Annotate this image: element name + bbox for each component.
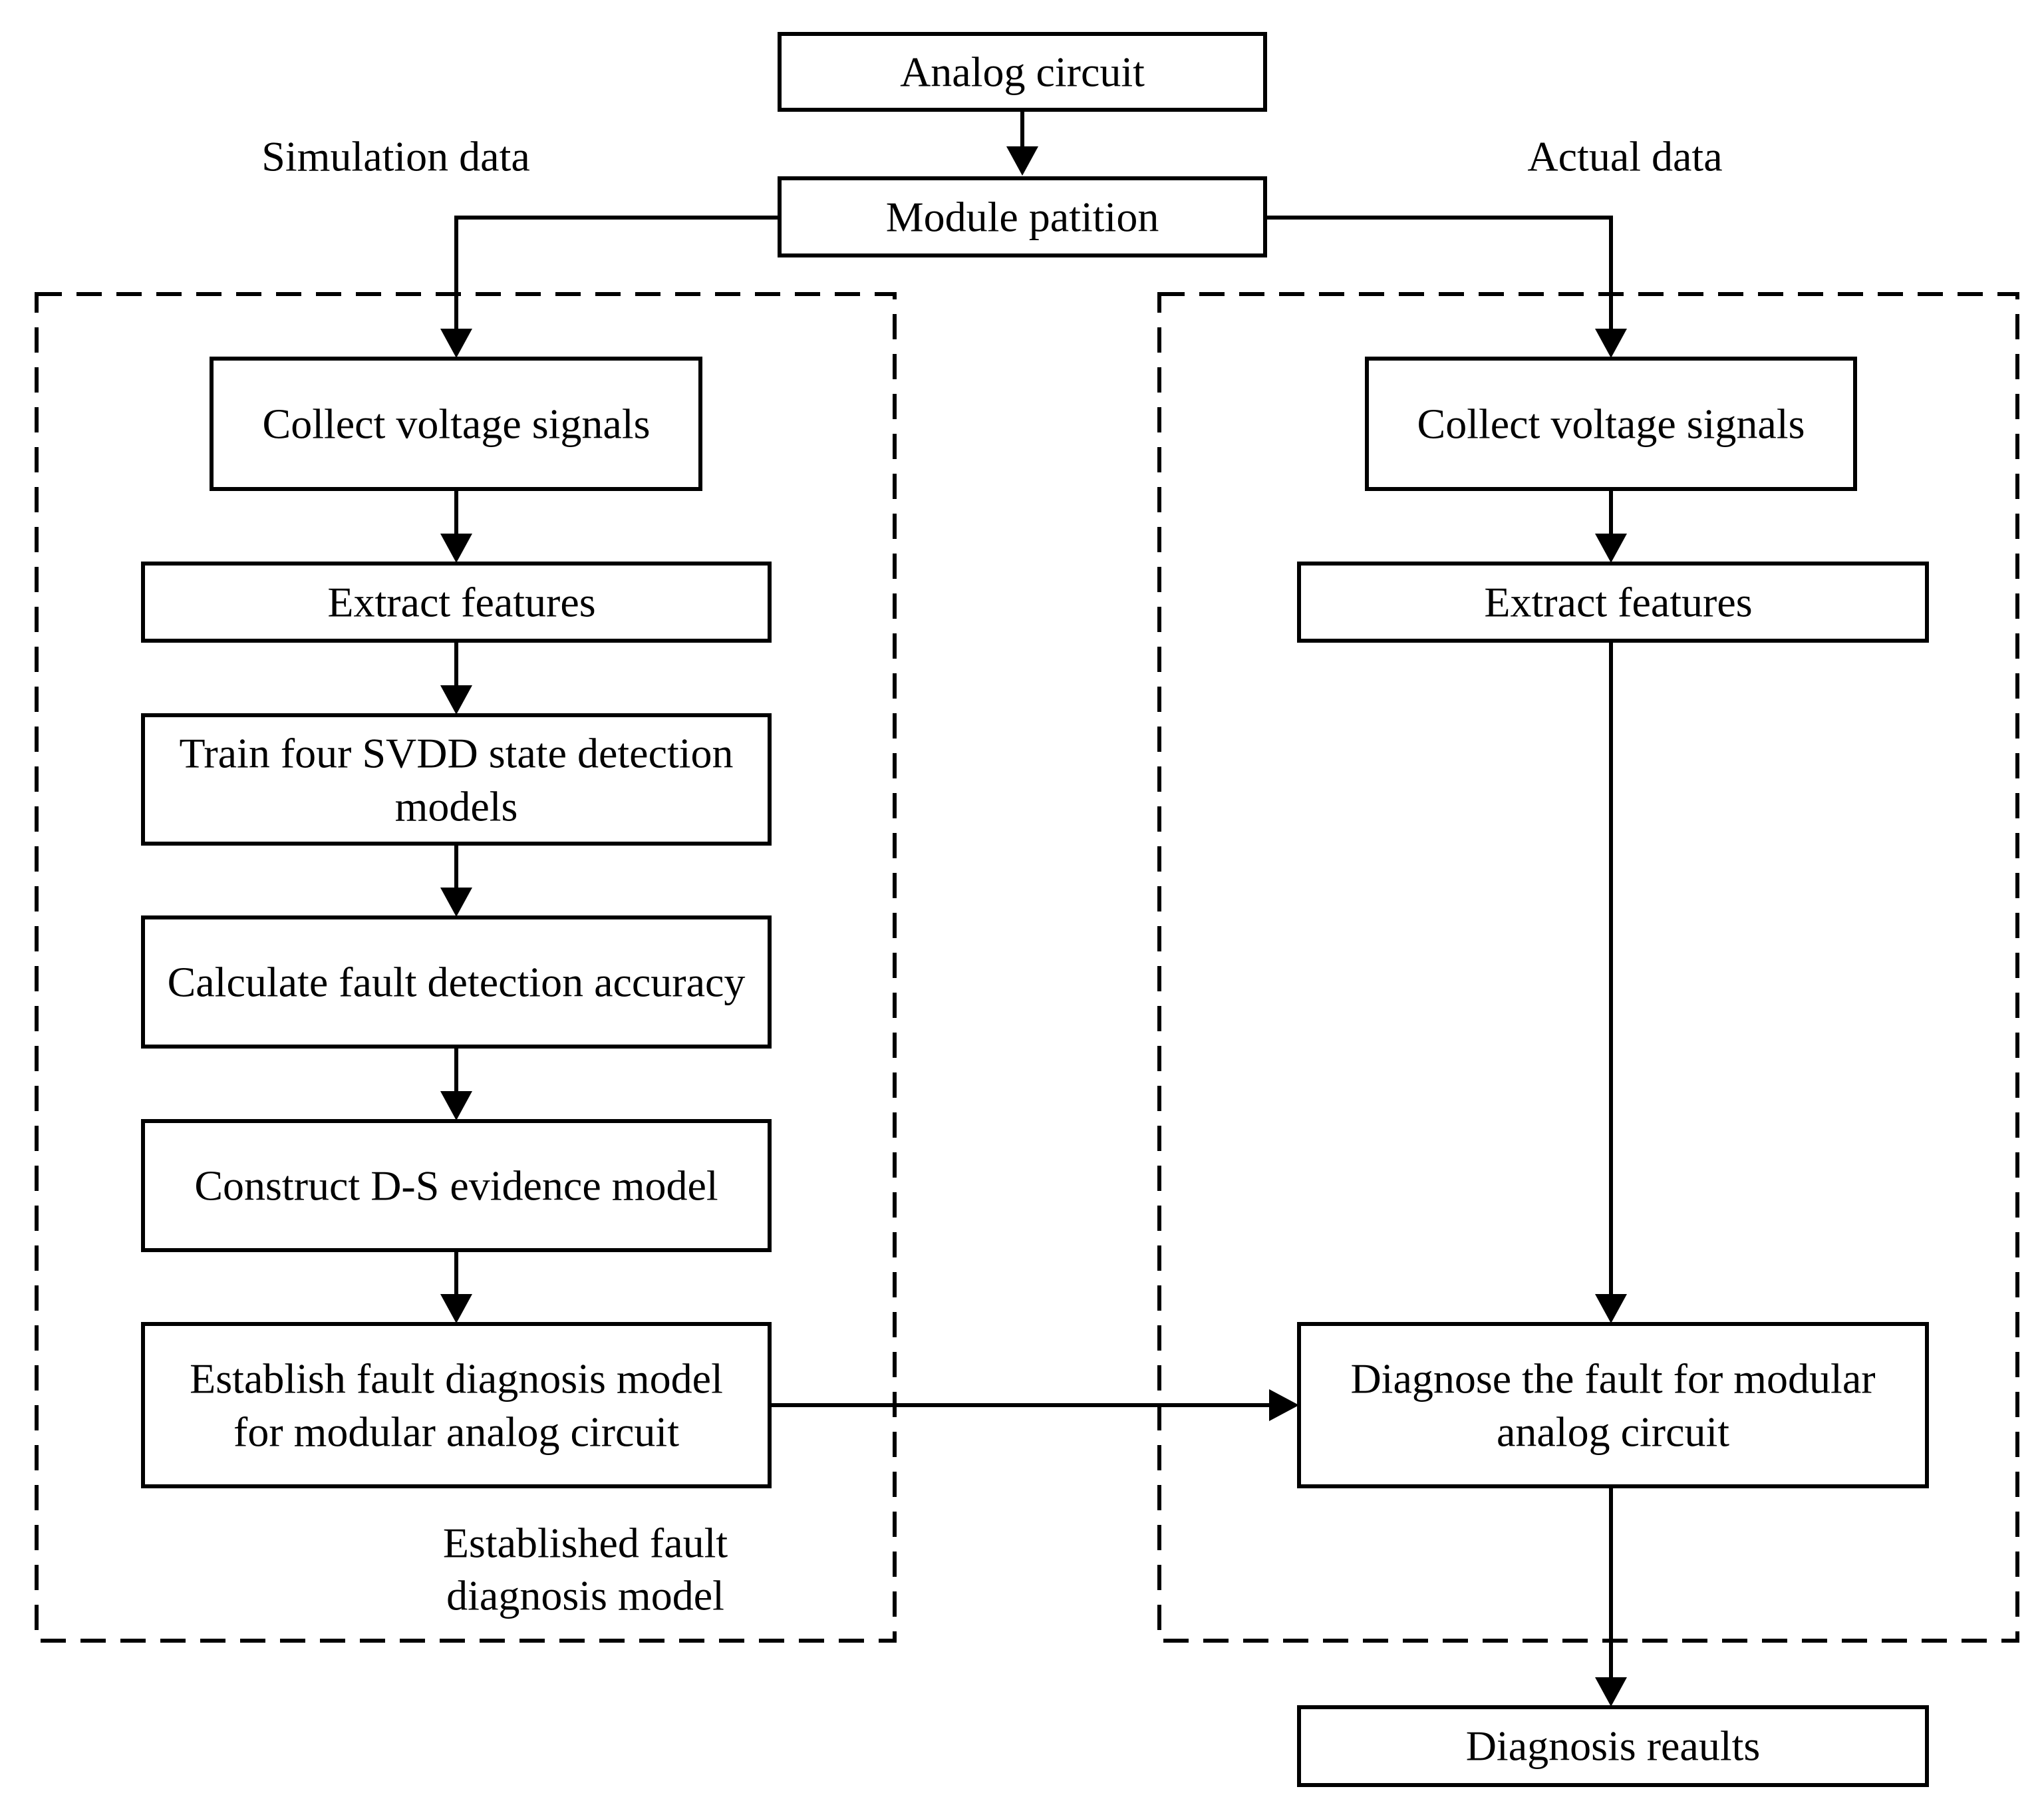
arrowhead <box>1595 1677 1627 1707</box>
simulation-data-label: Simulation data <box>261 133 530 180</box>
train-svdd-label-line1: Train four SVDD state detection <box>179 730 733 777</box>
arrowhead <box>440 1091 472 1120</box>
diagnosis-results-box <box>1297 1705 1929 1787</box>
arrowhead <box>440 329 472 358</box>
diagnosis-results-label: Diagnosis reaults <box>1466 1723 1761 1770</box>
arrowhead <box>440 534 472 563</box>
arrowhead <box>1595 329 1627 358</box>
arrowhead <box>1006 146 1038 176</box>
calculate-accuracy-label: Calculate fault detection accuracy <box>168 959 746 1006</box>
connectors <box>440 110 1627 1707</box>
collect-voltage-box-right <box>1365 357 1857 491</box>
analog-circuit-label: Analog circuit <box>900 49 1145 96</box>
arrow-module-to-right-collect <box>1265 216 1613 331</box>
extract-features-box-right <box>1297 562 1929 643</box>
extract-features-box-left <box>141 562 772 643</box>
collect-voltage-label-right: Collect voltage signals <box>1417 401 1805 448</box>
actual-group-boundary <box>1157 292 2019 1643</box>
establish-model-box <box>141 1322 772 1488</box>
arrowhead <box>1595 534 1627 563</box>
extract-features-label-right: Extract features <box>1484 579 1752 626</box>
construct-ds-label: Construct D-S evidence model <box>194 1162 718 1210</box>
train-svdd-box <box>141 713 772 846</box>
actual-data-label: Actual data <box>1527 133 1722 180</box>
diagnose-fault-label-line1: Diagnose the fault for modular <box>1350 1355 1875 1402</box>
diagnose-fault-box <box>1297 1322 1929 1488</box>
construct-ds-box <box>141 1119 772 1252</box>
arrowhead <box>440 888 472 917</box>
module-partition-box <box>778 176 1267 257</box>
collect-voltage-box-left <box>210 357 702 491</box>
train-svdd-label-line2: models <box>395 783 518 830</box>
diagnose-fault-label-line2: analog circuit <box>1497 1408 1729 1456</box>
calculate-accuracy-box <box>141 915 772 1049</box>
establish-model-label-line2: for modular analog circuit <box>233 1408 679 1456</box>
module-partition-label: Module patition <box>886 194 1159 241</box>
arrowhead <box>1595 1294 1627 1323</box>
arrowhead <box>440 685 472 715</box>
established-model-caption-line2: diagnosis model <box>446 1572 724 1619</box>
arrowhead <box>440 1294 472 1323</box>
collect-voltage-label-left: Collect voltage signals <box>263 401 651 448</box>
established-model-caption-line1: Established fault <box>443 1520 728 1567</box>
establish-model-label-line1: Establish fault diagnosis model <box>190 1355 723 1402</box>
arrowhead <box>1269 1389 1299 1421</box>
extract-features-label-left: Extract features <box>327 579 595 626</box>
analog-circuit-box <box>778 32 1267 112</box>
arrow-module-to-left-collect <box>454 216 780 331</box>
simulation-group-boundary <box>35 292 897 1643</box>
